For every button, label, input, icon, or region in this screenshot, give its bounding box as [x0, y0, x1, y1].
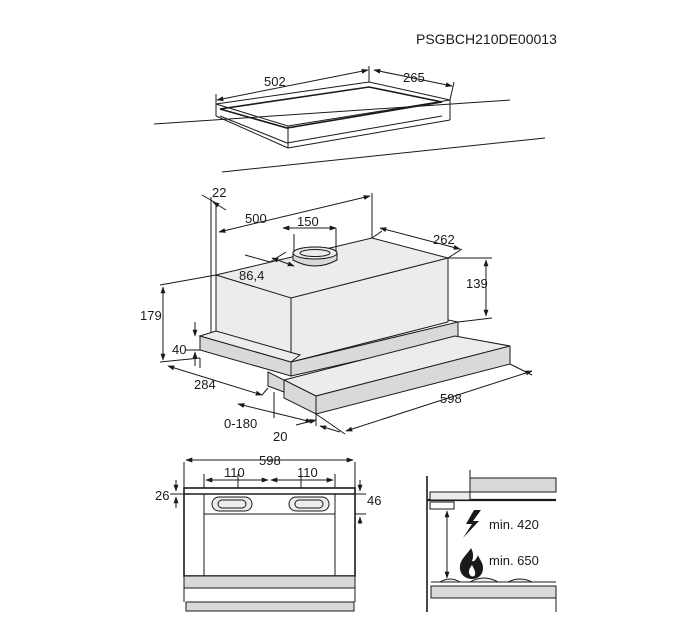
- front-width-label: 598: [259, 453, 281, 468]
- outlet-offset-label: 86,4: [239, 268, 264, 283]
- front-height-label: 40: [172, 342, 186, 357]
- top-depth-label: 265: [403, 70, 425, 85]
- depth-label: 262: [433, 232, 455, 247]
- depth-to-outlet-label: 500: [245, 211, 267, 226]
- hole-right-label: 110: [297, 465, 318, 480]
- body-height-label: 139: [466, 276, 488, 291]
- offset-right-label: 46: [367, 493, 381, 508]
- width-label: 598: [440, 391, 462, 406]
- extension-label: 0-180: [224, 416, 257, 431]
- electric-icon: [463, 510, 481, 538]
- hole-left-label: 110: [224, 465, 245, 480]
- front-thickness-label: 20: [273, 429, 287, 444]
- clearance-view: min. 420 min. 650: [426, 470, 557, 612]
- front-view: 598 110 110 26 46: [155, 453, 381, 612]
- hood-isometric-view: 22 500 150 86,4 262 139: [140, 185, 533, 444]
- gas-clearance-label: min. 650: [489, 553, 539, 568]
- top-width-label: 502: [264, 74, 286, 89]
- top-view: 502 265: [153, 66, 546, 173]
- offset-top-label: 22: [212, 185, 226, 200]
- flame-icon: [459, 548, 483, 579]
- total-height-label: 179: [140, 308, 162, 323]
- outlet-diameter-label: 150: [297, 214, 319, 229]
- offset-left-label: 26: [155, 488, 169, 503]
- body-depth-label: 284: [194, 377, 216, 392]
- electric-clearance-label: min. 420: [489, 517, 539, 532]
- product-code: PSGBCH210DE00013: [416, 31, 557, 47]
